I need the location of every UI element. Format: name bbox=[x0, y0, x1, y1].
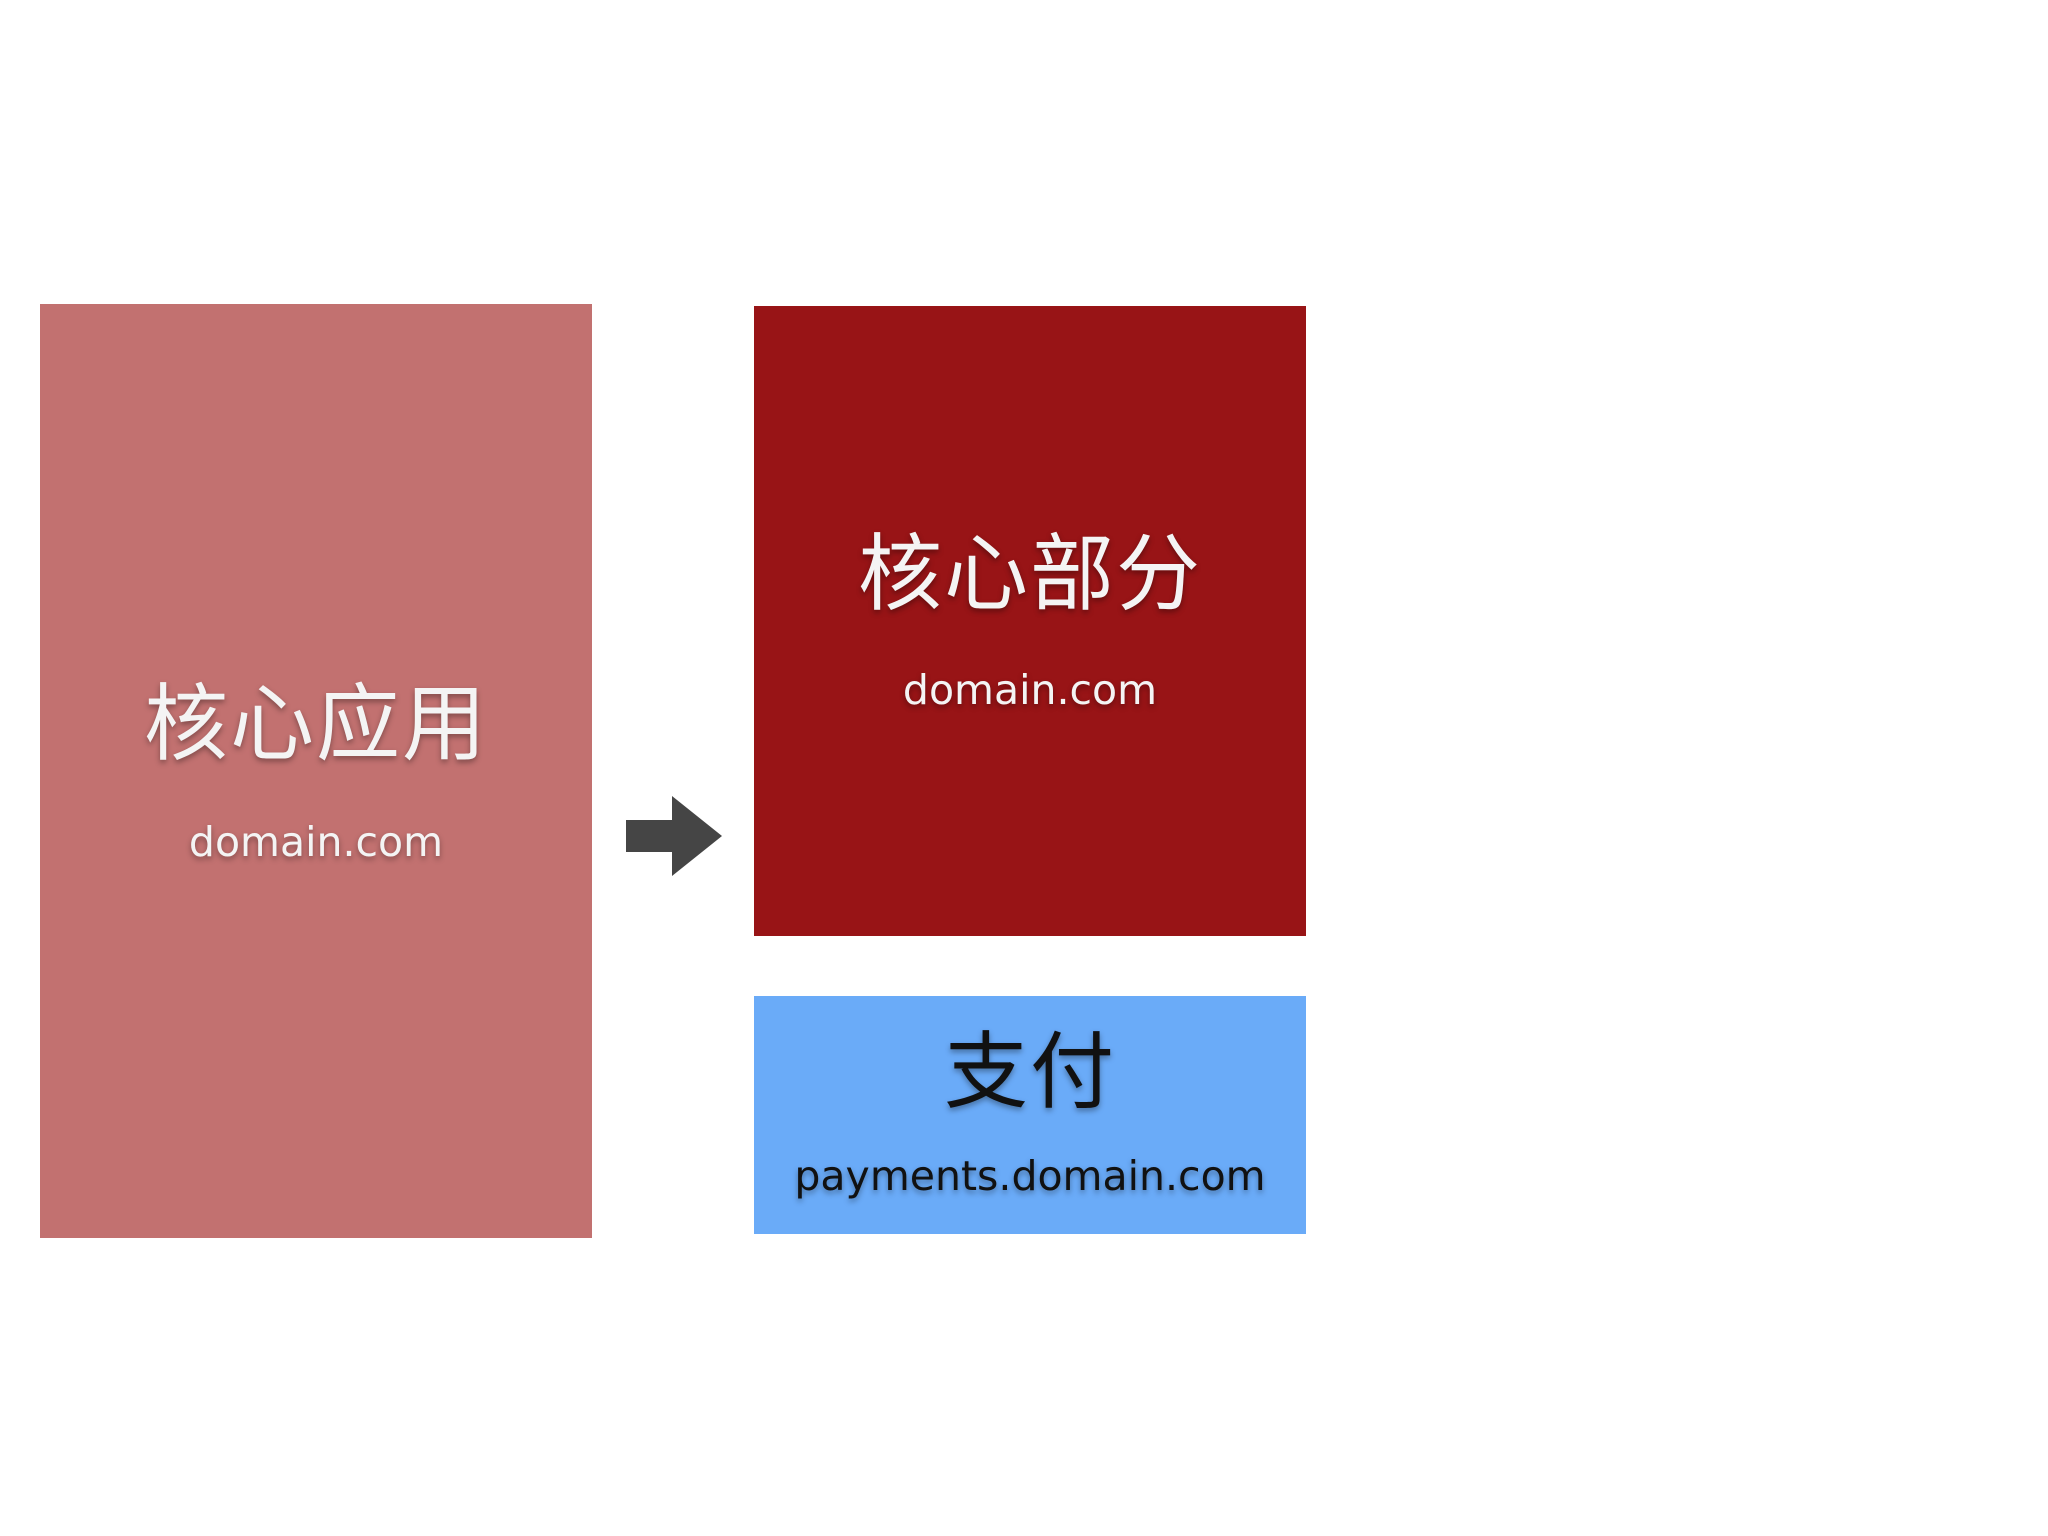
core-app-title: 核心应用 bbox=[143, 675, 488, 773]
payments-box: 支付 payments.domain.com bbox=[754, 996, 1306, 1234]
payments-title: 支付 bbox=[943, 1023, 1116, 1121]
core-app-box: 核心应用 domain.com bbox=[40, 304, 592, 1238]
core-part-title: 核心部分 bbox=[857, 525, 1202, 623]
core-app-domain: domain.com bbox=[188, 818, 444, 866]
core-part-box: 核心部分 domain.com bbox=[754, 306, 1306, 936]
arrow-shape bbox=[626, 796, 722, 876]
payments-domain: payments.domain.com bbox=[794, 1152, 1266, 1200]
core-part-domain: domain.com bbox=[902, 666, 1158, 714]
arrow-right-icon bbox=[626, 796, 722, 876]
